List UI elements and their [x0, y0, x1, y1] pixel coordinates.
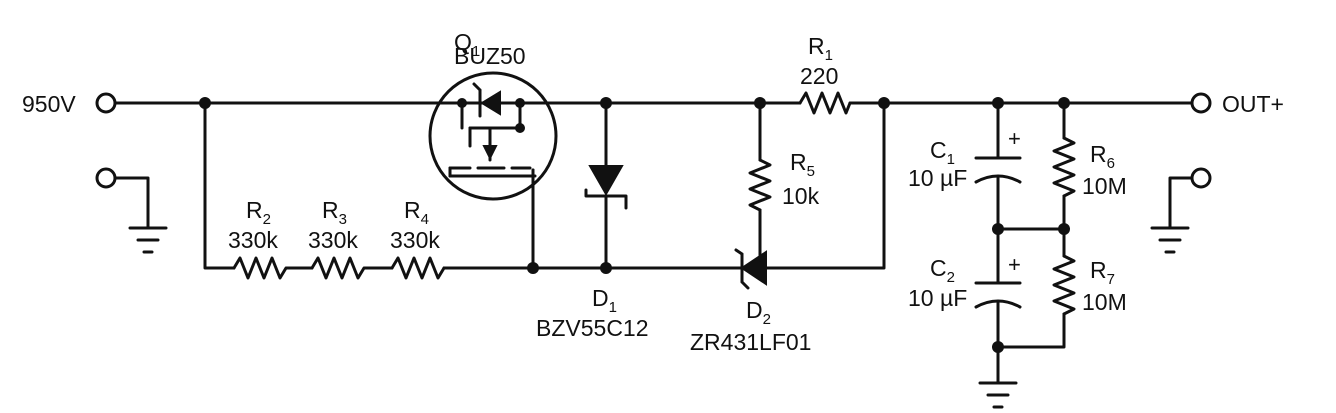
c2-ref: C2 — [930, 255, 955, 286]
r4-ref: R4 — [404, 197, 429, 228]
r7-ref: R7 — [1090, 257, 1115, 288]
zener-diode-icon — [584, 165, 628, 210]
d1-ref: D1 — [592, 285, 617, 316]
r2-value: 330k — [228, 227, 278, 253]
r5-ref: R5 — [790, 149, 815, 180]
junction-dots — [199, 97, 1070, 353]
resistor-icon — [390, 256, 446, 280]
resistor-icon — [1052, 136, 1076, 198]
c2-polarity: + — [1008, 252, 1021, 277]
resistor-icon — [1052, 254, 1076, 316]
resistor-icon — [232, 256, 314, 280]
ground-icon — [128, 226, 1190, 409]
c1-ref: C1 — [930, 137, 955, 168]
resistor-icon — [748, 158, 772, 212]
r1-value: 220 — [800, 63, 838, 89]
q1-value: BUZ50 — [454, 43, 526, 69]
shunt-regulator-icon — [734, 248, 767, 290]
r6-value: 10M — [1082, 173, 1127, 199]
r1-ref: R1 — [808, 33, 833, 64]
capacitor-icon — [974, 156, 1022, 184]
resistor-icon — [310, 256, 394, 280]
d2-value: ZR431LF01 — [690, 329, 811, 355]
output-label: OUT+ — [1222, 91, 1284, 117]
mosfet-icon — [428, 71, 558, 201]
d2-ref: D2 — [746, 297, 771, 328]
q1-ref: Q1 — [454, 29, 480, 60]
capacitor-icon — [974, 281, 1022, 309]
c1-polarity: + — [1008, 126, 1021, 151]
r3-ref: R3 — [322, 197, 347, 228]
r4-value: 330k — [390, 227, 440, 253]
terminal-icon — [95, 92, 1212, 189]
r7-value: 10M — [1082, 289, 1127, 315]
d1-value: BZV55C12 — [536, 315, 649, 341]
input-label: 950V — [22, 91, 76, 117]
r6-ref: R6 — [1090, 141, 1115, 172]
c1-value: 10 µF — [908, 165, 967, 191]
resistor-icon — [798, 91, 852, 115]
r2-ref: R2 — [246, 197, 271, 228]
r3-value: 330k — [308, 227, 358, 253]
r5-value: 10k — [782, 183, 820, 209]
c2-value: 10 µF — [908, 285, 967, 311]
